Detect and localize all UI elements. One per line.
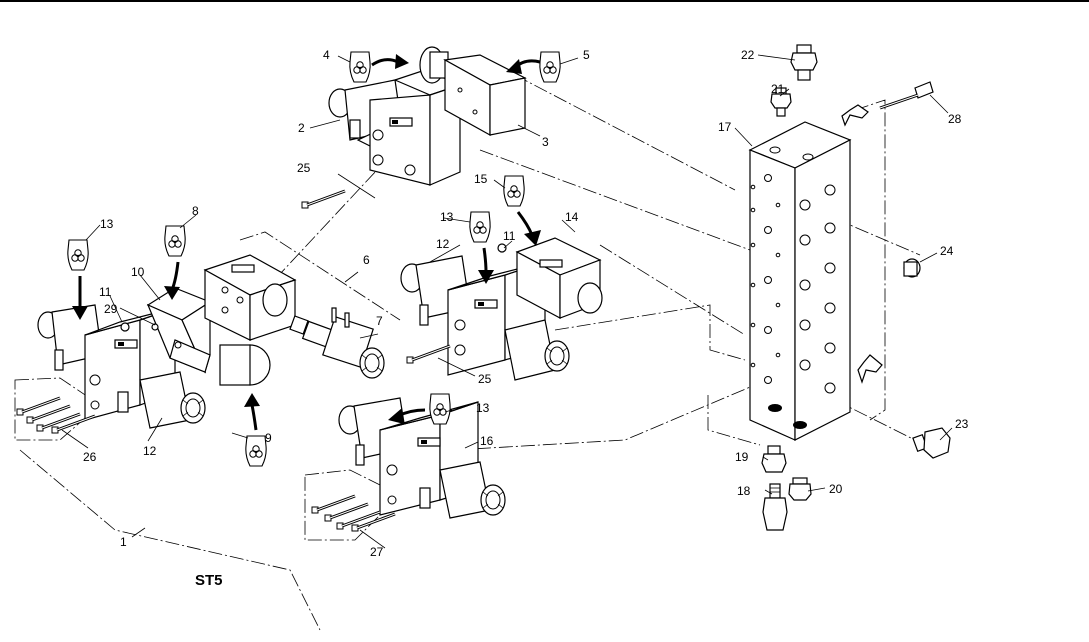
- fitting-23: [912, 427, 951, 459]
- callout-11b: 11: [503, 229, 516, 243]
- callout-25a: 25: [297, 161, 311, 175]
- fitting-22: [790, 44, 818, 81]
- plug-20: [788, 477, 812, 501]
- callout-18: 18: [737, 484, 751, 498]
- fitting-19: [761, 445, 787, 473]
- phantom-lines: [14, 74, 921, 631]
- callout-22: 22: [741, 48, 755, 62]
- callout-labels: 1 2 3 4 5 6 7 8 9 10 11 11 12 12 13 13 1…: [83, 48, 969, 559]
- callout-15: 15: [474, 172, 488, 186]
- callout-24: 24: [940, 244, 954, 258]
- washer-29: [151, 323, 159, 331]
- callout-16: 16: [480, 434, 494, 448]
- callout-4: 4: [323, 48, 330, 62]
- callout-23: 23: [955, 417, 969, 431]
- leader-lines: [61, 54, 953, 549]
- callout-12b: 12: [436, 237, 450, 251]
- callout-28: 28: [948, 112, 962, 126]
- callout-17: 17: [718, 120, 732, 134]
- manifold-ports-right: [799, 184, 836, 394]
- plug-24: [903, 258, 921, 278]
- manifold-block: [748, 121, 852, 441]
- solenoid-cartridge-7: [289, 307, 385, 379]
- actuator-3: [419, 46, 527, 137]
- callout-13a: 13: [100, 217, 114, 231]
- actuator-14: [515, 237, 603, 320]
- callout-29: 29: [104, 302, 118, 316]
- callout-13b: 13: [440, 210, 454, 224]
- callout-13c: 13: [476, 401, 490, 415]
- callout-9: 9: [265, 431, 272, 445]
- callout-5: 5: [583, 48, 590, 62]
- callout-6: 6: [363, 253, 370, 267]
- fitting-21: [770, 87, 792, 117]
- star-washer-bottom: [857, 354, 883, 384]
- solenoid-valve-16: [338, 397, 506, 519]
- callout-19: 19: [735, 450, 749, 464]
- callout-2: 2: [298, 121, 305, 135]
- callout-3: 3: [542, 135, 549, 149]
- manifold-ports-left: [750, 184, 781, 368]
- callout-26: 26: [83, 450, 97, 464]
- callout-7: 7: [376, 314, 383, 328]
- callout-12a: 12: [143, 444, 157, 458]
- callout-27: 27: [370, 545, 384, 559]
- solenoid-valve-2: [328, 69, 462, 186]
- callout-14: 14: [565, 210, 579, 224]
- washer-11-left: [120, 322, 130, 332]
- callout-11a: 11: [99, 285, 112, 299]
- washer-11-right: [497, 243, 507, 253]
- callout-8: 8: [192, 204, 199, 218]
- screw-25-top: [300, 189, 347, 210]
- callout-25b: 25: [478, 372, 492, 386]
- star-washer-top: [841, 104, 869, 127]
- callout-20: 20: [829, 482, 843, 496]
- header-rule: [0, 0, 1089, 2]
- actuator-10: [146, 287, 271, 386]
- assembly-label: ST5: [195, 572, 223, 589]
- fitting-18: [762, 483, 788, 531]
- screw-28: [879, 81, 934, 110]
- callout-1: 1: [120, 535, 127, 549]
- callout-21: 21: [771, 82, 785, 96]
- screw-set-26: [15, 396, 97, 435]
- valve-body-6: [203, 254, 297, 341]
- curved-arrow-icon: [72, 54, 541, 431]
- callout-10: 10: [131, 265, 145, 279]
